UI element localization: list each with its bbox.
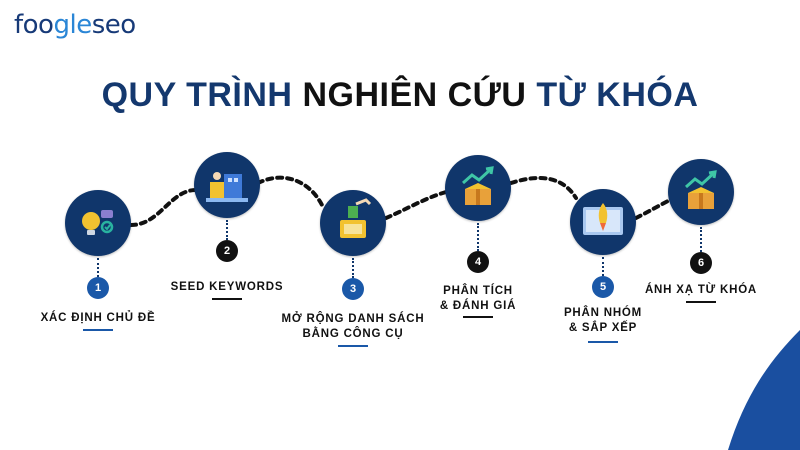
step-6-label-line1: ÁNH XẠ TỪ KHÓA bbox=[644, 284, 758, 296]
step-2-circle bbox=[194, 152, 260, 218]
page-title: QUY TRÌNH NGHIÊN CỨU TỪ KHÓA bbox=[0, 76, 800, 115]
money-box-icon bbox=[340, 198, 372, 238]
step-3-number: 3 bbox=[342, 278, 364, 300]
growth-box-icon bbox=[462, 166, 494, 205]
step-6-circle bbox=[668, 159, 734, 225]
step-4-label-line2: & ĐÁNH GIÁ bbox=[439, 300, 517, 312]
step-5-label-line1: PHÂN NHÓM bbox=[563, 307, 643, 319]
foogleseo-logo: foogleseo bbox=[14, 10, 136, 40]
step-3-circle bbox=[320, 190, 386, 256]
step-1-label-line1: XÁC ĐỊNH CHỦ ĐỀ bbox=[40, 312, 156, 324]
step-2-connector bbox=[226, 220, 230, 240]
growth-box-icon bbox=[685, 170, 717, 209]
step-3-connector bbox=[352, 258, 356, 278]
step-4-underline bbox=[463, 316, 493, 318]
step-2-label: SEED KEYWORDS bbox=[132, 280, 322, 295]
step-6-number: 6 bbox=[690, 252, 712, 274]
building-blocks-icon bbox=[206, 172, 248, 202]
step-5-number: 5 bbox=[592, 276, 614, 298]
step-2-number: 2 bbox=[216, 240, 238, 262]
step-1-number: 1 bbox=[87, 277, 109, 299]
step-1-connector bbox=[97, 258, 101, 277]
step-1-circle bbox=[65, 190, 131, 256]
step-6-label: ÁNH XẠ TỪ KHÓA bbox=[606, 283, 796, 298]
step-6-underline bbox=[686, 301, 716, 303]
step-5-underline bbox=[588, 341, 618, 343]
step-4-label: PHÂN TÍCH & ĐÁNH GIÁ bbox=[383, 284, 573, 314]
title-part-1: QUY TRÌNH bbox=[101, 76, 303, 114]
step-6-connector bbox=[700, 227, 704, 252]
step-5-label-line2: & SẮP XẾP bbox=[568, 322, 638, 334]
title-part-2: NGHIÊN CỨU bbox=[302, 76, 537, 114]
step-5-circle bbox=[570, 189, 636, 255]
step-3-underline bbox=[338, 345, 368, 347]
step-3-label-line2: BẰNG CÔNG CỤ bbox=[302, 328, 404, 340]
logo-part-3: seo bbox=[91, 10, 136, 40]
step-5-connector bbox=[602, 257, 606, 276]
step-4-circle bbox=[445, 155, 511, 221]
step-1-label: XÁC ĐỊNH CHỦ ĐỀ bbox=[3, 311, 193, 326]
step-4-label-line1: PHÂN TÍCH bbox=[443, 285, 513, 297]
title-part-3: TỪ KHÓA bbox=[536, 76, 699, 114]
step-4-number: 4 bbox=[467, 251, 489, 273]
step-3-label: MỞ RỘNG DANH SÁCH BẰNG CÔNG CỤ bbox=[258, 312, 448, 342]
rocket-screen-icon bbox=[583, 203, 623, 235]
lightbulb-gear-icon bbox=[82, 210, 114, 235]
step-4-connector bbox=[477, 223, 481, 251]
logo-part-1: foo bbox=[14, 10, 54, 40]
step-1-underline bbox=[83, 329, 113, 331]
logo-part-2: gle bbox=[53, 10, 92, 40]
step-2-label-line1: SEED KEYWORDS bbox=[170, 281, 284, 293]
step-3-label-line1: MỞ RỘNG DANH SÁCH bbox=[281, 313, 425, 325]
step-2-underline bbox=[212, 298, 242, 300]
step-5-label: PHÂN NHÓM & SẮP XẾP bbox=[508, 306, 698, 336]
